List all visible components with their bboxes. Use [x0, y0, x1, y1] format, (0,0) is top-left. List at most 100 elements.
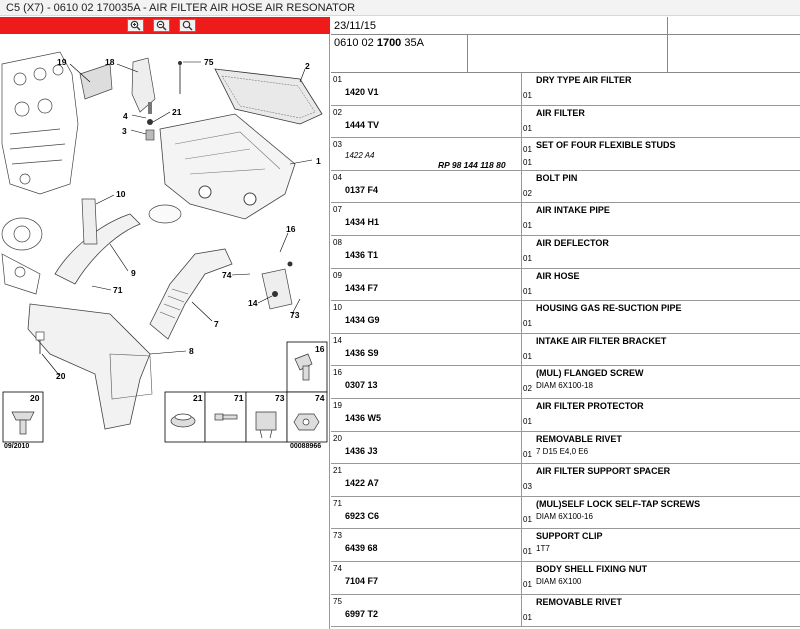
- callout-label[interactable]: 19: [57, 57, 67, 67]
- part-reference: 1420 V1: [345, 87, 379, 97]
- inset-label: 20: [30, 393, 40, 403]
- diagram-date-code: 09/2010: [4, 443, 30, 450]
- part-number: 73: [333, 531, 342, 541]
- part-reference: 6923 C6: [345, 510, 380, 521]
- callout-label[interactable]: 21: [172, 107, 182, 117]
- parts-header: 23/11/15 0610 02 1700 35A: [331, 17, 800, 73]
- callout-label[interactable]: 8: [189, 346, 194, 356]
- part-number: 71: [333, 498, 342, 508]
- callout-label[interactable]: 4: [123, 111, 128, 121]
- part-reference: 6439 68: [345, 543, 378, 554]
- callout-label[interactable]: 16: [286, 224, 296, 234]
- part-quantity: 01: [523, 286, 532, 296]
- callout-label[interactable]: 1: [316, 156, 321, 166]
- part-reference: 7104 F7: [345, 575, 379, 586]
- part-description: HOUSING GAS RE-SUCTION PIPE: [536, 303, 682, 314]
- part-reference: 0137 F4: [345, 184, 379, 195]
- part-description: AIR INTAKE PIPE: [536, 205, 610, 216]
- callout-label[interactable]: 18: [105, 57, 115, 67]
- part-quantity: 01: [523, 547, 532, 557]
- inset-labels: 16 20 21 71 73 74: [30, 344, 325, 403]
- zoom-out-button[interactable]: [153, 19, 170, 32]
- part-number: 21: [333, 466, 342, 476]
- part-detail: DIAM 6X100-18: [536, 381, 593, 391]
- callout-label[interactable]: 71: [113, 285, 123, 295]
- callout-label[interactable]: 7: [214, 319, 219, 329]
- part-description: REMOVABLE RIVET: [536, 596, 622, 607]
- window-title: C5 (X7) - 0610 02 170035A - AIR FILTER A…: [0, 0, 800, 16]
- part-number: 16: [333, 368, 342, 378]
- callout-label[interactable]: 73: [290, 310, 300, 320]
- callout-label[interactable]: 75: [204, 57, 214, 67]
- diagram-callouts: 19 18 75 2 4 21 3 1 10 9 16 74 71 7 14 7…: [56, 57, 321, 381]
- part-description: BOLT PIN: [536, 172, 578, 183]
- part-number: 09: [333, 270, 342, 280]
- part-reference: 0307 13: [345, 380, 378, 391]
- zoom-in-button[interactable]: [127, 19, 144, 32]
- engine-block-illustration: [1, 51, 79, 195]
- part-quantity: 01: [523, 91, 532, 100]
- part-number: 10: [333, 303, 342, 313]
- part-quantity: 02: [523, 188, 532, 198]
- header-ref-prefix: 0610 02: [334, 37, 374, 49]
- part-number: 03: [333, 140, 342, 150]
- callout-label[interactable]: 14: [248, 298, 258, 308]
- diagram-toolbar: [0, 17, 330, 34]
- part-quantity: 01: [523, 123, 532, 133]
- part-number: 01: [333, 75, 342, 84]
- part-quantity: 02: [523, 384, 532, 394]
- part-reference: 1436 J3: [345, 445, 378, 456]
- part-description: (MUL) FLANGED SCREW: [536, 368, 644, 379]
- header-date: 23/11/15: [334, 20, 377, 32]
- part-quantity: 01: [523, 253, 532, 263]
- part-description: REMOVABLE RIVET: [536, 433, 622, 444]
- part-number: 07: [333, 205, 342, 215]
- exploded-parts-diagram: 19 18 75 2 4 21 3 1 10 9 16 74 71 7 14 7…: [1, 51, 328, 443]
- inset-label: 21: [193, 393, 203, 403]
- part-detail: 1T7: [536, 544, 550, 554]
- callout-label[interactable]: 74: [222, 270, 232, 280]
- part-description: INTAKE AIR FILTER BRACKET: [536, 335, 667, 346]
- diagram-image-code: 00088966: [290, 443, 322, 450]
- part-quantity: 01: [523, 612, 532, 622]
- callout-label[interactable]: 20: [56, 371, 66, 381]
- part-number: 74: [333, 563, 342, 573]
- part-number: 19: [333, 400, 342, 410]
- part-number: 04: [333, 172, 342, 182]
- callout-label[interactable]: 3: [122, 126, 127, 136]
- part-quantity: 01: [523, 449, 532, 459]
- part-quantity: 01: [523, 319, 532, 329]
- callout-label[interactable]: 2: [305, 61, 310, 71]
- part-detail: DIAM 6X100: [536, 576, 582, 586]
- part-reference: 1436 W5: [345, 412, 382, 423]
- callout-label[interactable]: 9: [131, 268, 136, 278]
- part-description: BODY SHELL FIXING NUT: [536, 563, 648, 574]
- callout-label[interactable]: 10: [116, 189, 126, 199]
- part-detail: 7 D15 E4,0 E6: [536, 446, 589, 456]
- part-rp-reference: RP 98 144 118 80: [438, 160, 506, 171]
- zoom-reset-button[interactable]: [179, 19, 196, 32]
- part-reference: 1422 A7: [345, 478, 379, 489]
- inset-label: 71: [234, 393, 244, 403]
- part-reference: 1444 TV: [345, 119, 380, 130]
- turbocharger-illustration: [1, 217, 43, 295]
- part-description: AIR DEFLECTOR: [536, 237, 609, 248]
